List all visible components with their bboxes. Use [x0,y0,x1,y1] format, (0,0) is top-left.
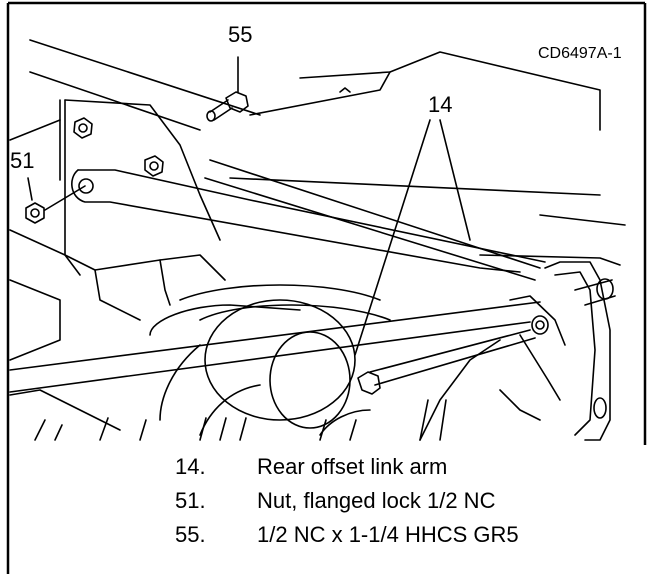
part-description: Rear offset link arm [257,454,448,479]
figure-border [6,1,647,574]
callout-55: 55 [228,22,252,47]
line-drawing [9,39,626,441]
callout-14: 14 [428,92,452,117]
part-number: 14. [175,454,206,479]
part-number: 55. [175,522,206,547]
legend-item: 14. Rear offset link arm [175,450,635,484]
figure-id-label: CD6497A-1 [538,45,622,62]
part-description: Nut, flanged lock 1/2 NC [257,488,496,513]
part-description: 1/2 NC x 1-1/4 HHCS GR5 [257,522,519,547]
legend-item: 55. 1/2 NC x 1-1/4 HHCS GR5 [175,518,635,552]
callout-51: 51 [10,148,34,173]
bolt-55-drawing [206,91,249,122]
legend-item: 51. Nut, flanged lock 1/2 NC [175,484,635,518]
part-number: 51. [175,488,206,513]
parts-legend: 14. Rear offset link arm 51. Nut, flange… [175,450,635,552]
